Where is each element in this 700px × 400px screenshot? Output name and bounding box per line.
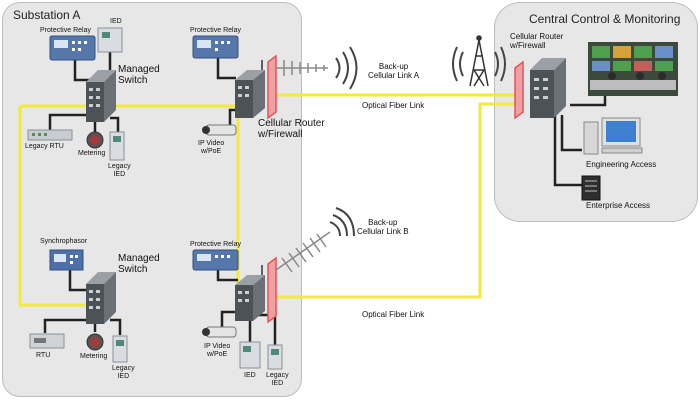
managed-switch-1 [86,70,116,122]
enterprise-server [581,175,601,201]
ip-video-camera-1 [202,124,237,136]
control-room-image [588,42,678,96]
label-enterprise-access: Enterprise Access [586,201,651,210]
firewall-icon-b [267,256,277,324]
cellular-router-a [235,60,265,118]
label-protective-relay-3: Protective Relay [190,241,241,248]
cable-legacy-ied [110,116,120,132]
cable-legacy-ied2 [110,318,122,335]
cellular-router-b [235,265,265,321]
cable-relay1 [73,58,92,82]
firewall-icon-central [514,60,524,120]
central-title: Central Control & Monitoring [529,12,681,26]
yagi-antenna-a-icon [276,60,328,76]
cable-rtu2 [43,318,92,333]
label-fiber-link-b: Optical Fiber Link [362,310,425,319]
label-synchrophasor: Synchrophasor [40,238,88,245]
rtu-device [29,333,65,349]
label-rtu: RTU [36,352,51,359]
tower-waves-icon [452,46,506,82]
yagi-antenna-b-icon [275,231,331,273]
central-cellular-router [530,58,566,118]
fiber-link-b [270,102,515,299]
firewall-icons [267,54,524,324]
metering-2 [86,333,104,351]
protective-relay-3 [192,249,239,271]
synchrophasor-device [49,249,84,271]
cable-synchro [68,270,92,292]
legacy-ied-3 [267,344,283,370]
substation-a-panel: Substation A [2,2,302,397]
ip-video-camera-2 [202,326,237,338]
label-ied-top: IED [110,18,122,25]
firewall-icon-a [267,54,277,120]
metering-1 [86,131,104,149]
ied-top [97,27,123,53]
label-metering-1: Metering [78,150,106,157]
substation-title: Substation A [13,8,81,22]
label-protective-relay-1: Protective Relay [40,27,91,34]
label-ied-bottom: IED [244,372,256,379]
managed-switch-2 [86,272,116,324]
label-legacy-rtu: Legacy RTU [25,143,64,150]
legacy-ied-1 [109,131,125,161]
legacy-ied-2 [112,335,128,363]
label-protective-relay-2: Protective Relay [190,27,241,34]
cable-rtu [48,113,92,130]
signal-waves-a-icon [335,46,358,90]
signal-waves-b-icon [329,207,355,237]
protective-relay-1 [49,35,96,61]
cable-relay3 [216,268,238,282]
cable-video2 [220,310,240,328]
cable-enterprise [553,115,582,187]
fiber-loop-left [18,106,95,307]
ied-bottom [239,341,261,369]
cell-tower-icon [469,35,489,87]
engineering-workstation [583,117,643,155]
legacy-rtu [27,129,73,141]
ethernet-cables [43,50,607,350]
label-engineering-access: Engineering Access [586,160,657,169]
cable-engineering [560,115,582,152]
protective-relay-2 [192,35,239,59]
cable-relay2 [216,55,236,80]
label-metering-2: Metering [80,353,108,360]
label-fiber-link-a: Optical Fiber Link [362,101,425,110]
